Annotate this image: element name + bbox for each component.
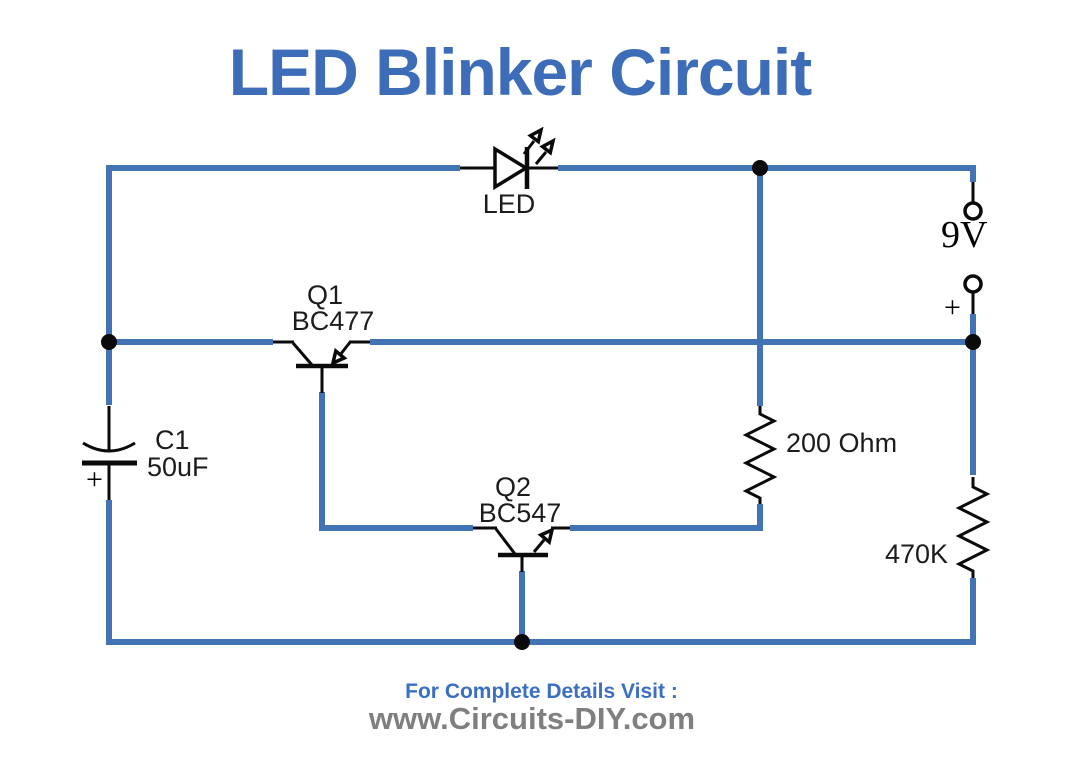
q1-emitter-shaft <box>338 340 353 356</box>
c1-curved-plate <box>82 441 136 453</box>
junction-dot-right <box>965 334 981 350</box>
q2-transistor-symbol: Q2 BC547 <box>473 472 570 572</box>
led-light-arrow-1-shaft <box>522 140 536 155</box>
q1-left-slant <box>291 342 314 366</box>
c1-value: 50uF <box>147 452 209 482</box>
led-symbol: LED <box>460 126 558 219</box>
wires <box>106 165 976 645</box>
q1-part-number: BC477 <box>292 306 375 336</box>
r200-resistor-symbol: 200 Ohm <box>742 406 897 504</box>
battery-voltage-label: 9V <box>941 214 988 256</box>
battery-terminal-top <box>963 201 983 221</box>
footer-website-url: www.Circuits-DIY.com <box>368 701 696 736</box>
battery-terminal-bottom <box>963 274 983 294</box>
r200-zigzag <box>742 406 778 504</box>
battery-plus-sign: + <box>944 291 961 324</box>
junction-dot-bottom <box>514 634 530 650</box>
page-title: LED Blinker Circuit <box>228 35 812 109</box>
junction-dot-top <box>752 160 768 176</box>
q1-emitter-arrow-head <box>330 347 348 367</box>
q2-left-slant <box>494 528 517 555</box>
c1-plus-sign: + <box>86 463 103 496</box>
wire-top-left-and-left-rail-upper <box>106 165 460 405</box>
led-light-arrow-1-head <box>527 126 544 145</box>
q1-designator: Q1 <box>307 280 343 310</box>
wire-q1-base-to-q2 <box>319 392 473 531</box>
q2-designator: Q2 <box>495 472 531 502</box>
wire-left-rail-lower-bottom-rail <box>106 500 976 645</box>
led-light-arrow-2-head <box>539 137 556 156</box>
r470k-resistor-symbol: 470K <box>885 477 991 578</box>
q2-emitter-arrow-head <box>537 526 555 546</box>
junction-dot-left <box>101 334 117 350</box>
footer-visit-text: For Complete Details Visit : <box>405 680 678 703</box>
q2-emitter-shaft <box>532 539 546 553</box>
r470k-value: 470K <box>885 539 948 569</box>
r200-value: 200 Ohm <box>786 428 897 458</box>
r470k-zigzag <box>955 477 991 578</box>
q2-part-number: BC547 <box>479 498 562 528</box>
led-label: LED <box>483 189 536 219</box>
c1-designator: C1 <box>155 425 190 455</box>
wire-top-right <box>558 165 976 182</box>
c1-capacitor-symbol: + C1 50uF <box>82 406 209 500</box>
led-triangle <box>493 145 530 191</box>
junction-dots <box>101 160 981 650</box>
battery-symbol: 9V + <box>941 182 988 324</box>
q1-transistor-symbol: Q1 BC477 <box>273 280 374 393</box>
led-light-arrow-2-shaft <box>534 151 548 165</box>
wire-200ohm-to-q2 <box>570 504 763 531</box>
